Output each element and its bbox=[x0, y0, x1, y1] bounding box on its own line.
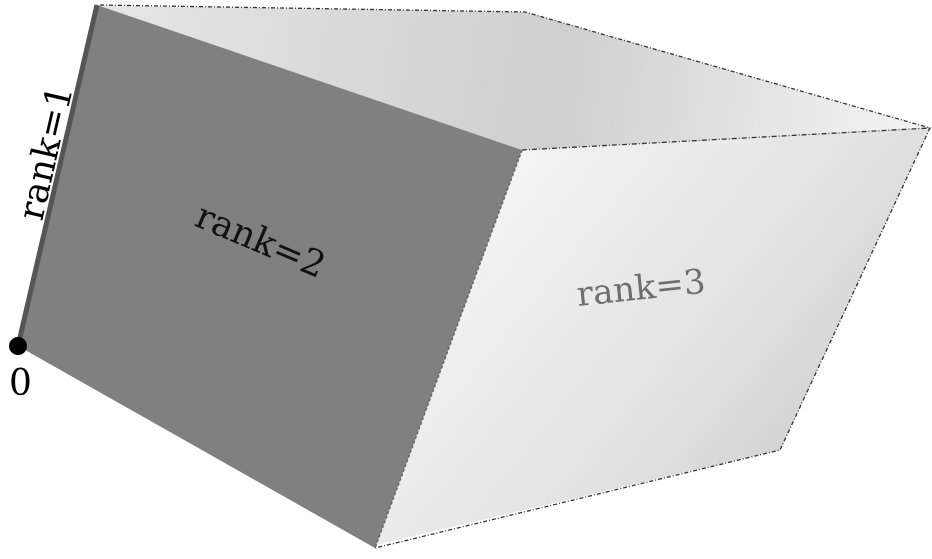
origin-point bbox=[9, 337, 27, 355]
rank2-boundary-edge bbox=[374, 149, 523, 549]
rank2-face bbox=[18, 5, 522, 548]
origin-label: 0 bbox=[9, 363, 32, 404]
rank1-edge bbox=[15, 4, 100, 347]
rank3-side-face bbox=[375, 128, 930, 545]
rank3-dashed-edges bbox=[99, 4, 931, 549]
rank3-top-face bbox=[97, 5, 930, 150]
rank3-dashed-inner-edge bbox=[521, 127, 931, 151]
